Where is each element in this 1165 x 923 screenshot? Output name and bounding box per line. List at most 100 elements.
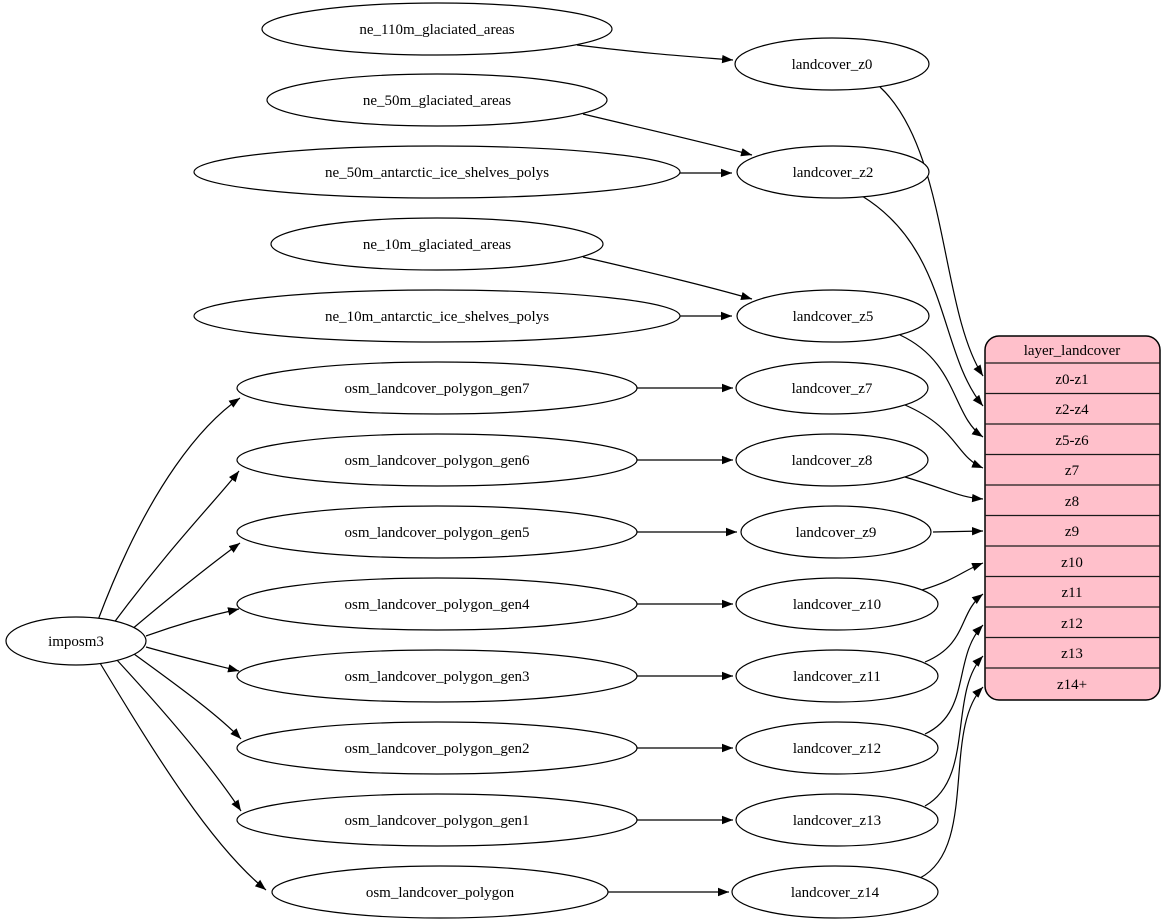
node-label: imposm3 <box>48 634 104 650</box>
edge-z2-row-z2z4 <box>861 195 984 407</box>
node-ellipse <box>261 2 613 56</box>
edge-imposm3-gen1 <box>115 658 242 812</box>
node-ellipse <box>236 577 638 631</box>
node-osm-landcover-polygon-gen7: osm_landcover_polygon_gen7 <box>236 361 638 415</box>
edge-ne50m-glaciated-z2 <box>582 113 753 157</box>
node-landcover-z11: landcover_z11 <box>735 649 939 703</box>
edge-imposm3-polygon <box>99 662 267 891</box>
table-row-z2-z4: z2-z4 <box>1055 402 1089 418</box>
table-background <box>984 335 1161 701</box>
edge-imposm3-gen6 <box>112 470 240 625</box>
node-ellipse <box>270 217 604 271</box>
node-osm-landcover-polygon-gen3: osm_landcover_polygon_gen3 <box>236 649 638 703</box>
node-ellipse <box>735 793 939 847</box>
node-ellipse <box>193 145 681 199</box>
edge-z7-row-z7 <box>904 404 984 469</box>
node-label: landcover_z9 <box>796 525 877 541</box>
edge-imposm3-gen5 <box>130 542 241 631</box>
node-label: osm_landcover_polygon_gen2 <box>345 741 530 757</box>
node-ellipse <box>735 649 939 703</box>
table-row-z14plus: z14+ <box>1057 677 1087 693</box>
node-label: ne_10m_glaciated_areas <box>363 237 511 253</box>
edge-group <box>97 44 984 897</box>
table-row-z12: z12 <box>1061 616 1083 632</box>
node-label: osm_landcover_polygon_gen6 <box>345 453 530 469</box>
node-label: ne_50m_glaciated_areas <box>363 93 511 109</box>
node-osm-landcover-polygon-gen4: osm_landcover_polygon_gen4 <box>236 577 638 631</box>
node-osm-landcover-polygon-gen5: osm_landcover_polygon_gen5 <box>236 505 638 559</box>
node-label: landcover_z13 <box>793 813 881 829</box>
edge-z13-row-z13 <box>924 655 984 807</box>
table-row-z8: z8 <box>1065 494 1079 510</box>
edge-z10-row-z10 <box>921 562 984 591</box>
node-label: osm_landcover_polygon <box>366 885 515 901</box>
node-label: landcover_z11 <box>793 669 881 685</box>
node-osm-landcover-polygon-gen1: osm_landcover_polygon_gen1 <box>236 793 638 847</box>
node-landcover-z2: landcover_z2 <box>736 145 930 199</box>
edge-ne10m-glaciated-z5 <box>582 256 753 301</box>
node-osm-landcover-polygon-gen6: osm_landcover_polygon_gen6 <box>236 433 638 487</box>
node-label: landcover_z0 <box>792 57 873 73</box>
node-label: ne_10m_antarctic_ice_shelves_polys <box>325 309 549 325</box>
node-label: osm_landcover_polygon_gen5 <box>345 525 530 541</box>
table-row-z11: z11 <box>1061 585 1082 601</box>
node-ellipse <box>734 37 930 91</box>
node-ellipse <box>731 865 939 919</box>
node-ne-50m-antarctic-ice-shelves-polys: ne_50m_antarctic_ice_shelves_polys <box>193 145 681 199</box>
node-ellipse <box>236 361 638 415</box>
node-landcover-z10: landcover_z10 <box>735 577 939 631</box>
node-ne-10m-glaciated-areas: ne_10m_glaciated_areas <box>270 217 604 271</box>
node-label: ne_50m_antarctic_ice_shelves_polys <box>325 165 549 181</box>
node-label: osm_landcover_polygon_gen7 <box>345 381 530 397</box>
node-label: osm_landcover_polygon_gen4 <box>345 597 530 613</box>
node-landcover-z12: landcover_z12 <box>735 721 939 775</box>
edge-z5-row-z5z6 <box>899 334 984 438</box>
node-label: ne_110m_glaciated_areas <box>359 22 514 38</box>
edge-imposm3-gen4 <box>145 607 240 637</box>
edge-z14-row-z14plus <box>919 686 984 879</box>
node-ellipse <box>236 793 638 847</box>
node-label: landcover_z14 <box>791 885 880 901</box>
node-ellipse <box>740 505 932 559</box>
node-ellipse <box>735 361 929 415</box>
node-label: landcover_z10 <box>793 597 881 613</box>
node-landcover-z0: landcover_z0 <box>734 37 930 91</box>
node-landcover-z9: landcover_z9 <box>740 505 932 559</box>
node-ellipse <box>266 73 608 127</box>
node-label: osm_landcover_polygon_gen1 <box>345 813 530 829</box>
edge-z0-row-z0z1 <box>879 86 984 377</box>
edge-ne110m-z0 <box>576 44 734 64</box>
node-ellipse <box>5 616 147 666</box>
node-imposm3: imposm3 <box>5 616 147 666</box>
node-ellipse <box>271 865 609 919</box>
node-ellipse <box>236 505 638 559</box>
node-ellipse <box>193 289 681 343</box>
node-ellipse <box>735 721 939 775</box>
node-ellipse <box>236 433 638 487</box>
node-osm-landcover-polygon-gen2: osm_landcover_polygon_gen2 <box>236 721 638 775</box>
node-ellipse <box>736 145 930 199</box>
node-ellipse <box>735 433 929 487</box>
table-row-z13: z13 <box>1061 646 1083 662</box>
table-row-z0-z1: z0-z1 <box>1055 372 1088 388</box>
node-osm-landcover-polygon: osm_landcover_polygon <box>271 865 609 919</box>
table-layer-landcover: layer_landcover z0-z1 z2-z4 z5-z6 z7 z8 … <box>984 335 1161 701</box>
table-title: layer_landcover <box>1024 343 1121 359</box>
node-label: landcover_z5 <box>793 309 874 325</box>
table-row-z5-z6: z5-z6 <box>1055 433 1089 449</box>
node-landcover-z8: landcover_z8 <box>735 433 929 487</box>
edge-imposm3-gen7 <box>97 397 241 621</box>
node-ellipse <box>236 721 638 775</box>
node-ellipse <box>735 577 939 631</box>
table-row-z10: z10 <box>1061 555 1083 571</box>
node-ellipse <box>736 289 930 343</box>
edge-z11-row-z11 <box>924 593 984 663</box>
node-label: landcover_z2 <box>793 165 874 181</box>
node-label: landcover_z7 <box>792 381 873 397</box>
edge-imposm3-gen2 <box>133 653 242 740</box>
node-landcover-z7: landcover_z7 <box>735 361 929 415</box>
node-label: osm_landcover_polygon_gen3 <box>345 669 530 685</box>
node-label: landcover_z8 <box>792 453 873 469</box>
node-ne-110m-glaciated-areas: ne_110m_glaciated_areas <box>261 2 613 56</box>
